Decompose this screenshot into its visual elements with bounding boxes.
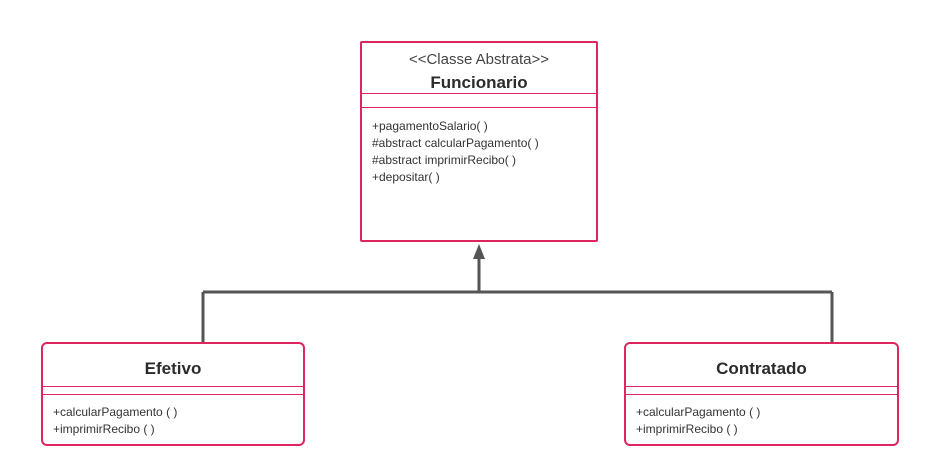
class-name-funcionario: Funcionario <box>430 73 528 92</box>
class-box-contratado[interactable]: Contratado +calcularPagamento ( ) +impri… <box>624 342 899 446</box>
class-divider <box>362 93 596 94</box>
inheritance-arrowhead <box>473 244 485 259</box>
method-item: +depositar( ) <box>372 170 440 184</box>
class-box-efetivo[interactable]: Efetivo +calcularPagamento ( ) +imprimir… <box>41 342 305 446</box>
method-list: +calcularPagamento ( ) +imprimirRecibo (… <box>636 404 891 438</box>
method-item: +pagamentoSalario( ) <box>372 119 488 133</box>
method-list: +calcularPagamento ( ) +imprimirRecibo (… <box>53 404 297 438</box>
class-divider <box>43 394 303 395</box>
method-list: +pagamentoSalario( ) #abstract calcularP… <box>372 118 590 186</box>
class-stereotype: <<Classe Abstrata>> <box>408 51 550 68</box>
class-divider <box>626 386 897 387</box>
class-divider <box>626 394 897 395</box>
class-divider <box>362 107 596 108</box>
method-item: #abstract calcularPagamento( ) <box>372 136 539 150</box>
method-item: #abstract imprimirRecibo( ) <box>372 153 517 167</box>
method-item: +imprimirRecibo ( ) <box>53 422 155 436</box>
class-name-efetivo: Efetivo <box>144 359 202 378</box>
method-item: +imprimirRecibo ( ) <box>636 422 738 436</box>
method-item: +calcularPagamento ( ) <box>53 405 178 419</box>
method-item: +calcularPagamento ( ) <box>636 405 761 419</box>
class-name-contratado: Contratado <box>716 359 807 378</box>
class-box-funcionario[interactable]: <<Classe Abstrata>> Funcionario +pagamen… <box>360 41 598 242</box>
class-divider <box>43 386 303 387</box>
